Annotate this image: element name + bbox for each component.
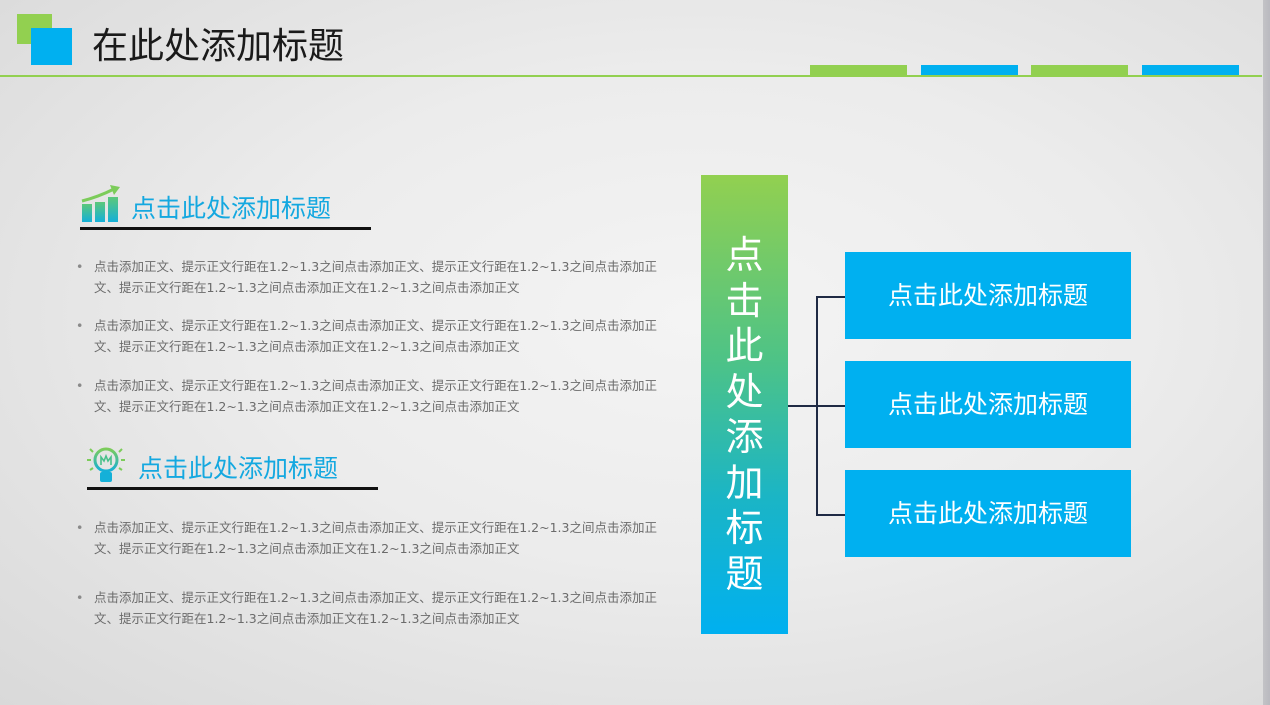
bullet-dot: • bbox=[76, 318, 84, 333]
root-title-bar[interactable]: 点击此处添加标题 bbox=[701, 175, 788, 634]
connector-branch-2 bbox=[816, 405, 845, 407]
bullet-dot: • bbox=[76, 259, 84, 274]
bullet-item[interactable]: • 点击添加正文、提示正文行距在1.2~1.3之间点击添加正文、提示正文行距在1… bbox=[76, 256, 676, 298]
bullet-text: 点击添加正文、提示正文行距在1.2~1.3之间点击添加正文、提示正文行距在1.2… bbox=[94, 318, 657, 354]
section-underline-2 bbox=[87, 487, 378, 490]
bullet-text: 点击添加正文、提示正文行距在1.2~1.3之间点击添加正文、提示正文行距在1.2… bbox=[94, 259, 657, 295]
header-tab-2 bbox=[921, 65, 1018, 75]
bullet-item[interactable]: • 点击添加正文、提示正文行距在1.2~1.3之间点击添加正文、提示正文行距在1… bbox=[76, 315, 676, 357]
root-title-text: 点击此处添加标题 bbox=[725, 233, 764, 596]
header-tab-4 bbox=[1142, 65, 1239, 75]
bullet-text: 点击添加正文、提示正文行距在1.2~1.3之间点击添加正文、提示正文行距在1.2… bbox=[94, 378, 657, 414]
section-title-1[interactable]: 点击此处添加标题 bbox=[131, 194, 332, 223]
child-box-1[interactable]: 点击此处添加标题 bbox=[845, 252, 1131, 339]
header-tab-1 bbox=[810, 65, 907, 75]
lightbulb-icon bbox=[84, 443, 128, 491]
connector-branch-3 bbox=[816, 514, 845, 516]
header-tab-3 bbox=[1031, 65, 1128, 75]
section-underline-1 bbox=[80, 227, 371, 230]
connector-branch-1 bbox=[816, 296, 845, 298]
bullet-dot: • bbox=[76, 590, 84, 605]
bullet-item[interactable]: • 点击添加正文、提示正文行距在1.2~1.3之间点击添加正文、提示正文行距在1… bbox=[76, 375, 676, 417]
child-box-3[interactable]: 点击此处添加标题 bbox=[845, 470, 1131, 557]
slide-edge bbox=[1263, 0, 1270, 705]
logo-blue-square bbox=[31, 28, 72, 65]
bar-chart-growth-icon bbox=[80, 185, 122, 227]
child-box-2[interactable]: 点击此处添加标题 bbox=[845, 361, 1131, 448]
bullet-text: 点击添加正文、提示正文行距在1.2~1.3之间点击添加正文、提示正文行距在1.2… bbox=[94, 590, 657, 626]
bullet-item[interactable]: • 点击添加正文、提示正文行距在1.2~1.3之间点击添加正文、提示正文行距在1… bbox=[76, 587, 676, 629]
section-title-2[interactable]: 点击此处添加标题 bbox=[138, 454, 339, 483]
bullet-text: 点击添加正文、提示正文行距在1.2~1.3之间点击添加正文、提示正文行距在1.2… bbox=[94, 520, 657, 556]
header-divider bbox=[0, 75, 1262, 77]
bullet-dot: • bbox=[76, 378, 84, 393]
page-title[interactable]: 在此处添加标题 bbox=[92, 26, 345, 67]
connector-root-horizontal bbox=[788, 405, 817, 407]
bullet-dot: • bbox=[76, 520, 84, 535]
bullet-item[interactable]: • 点击添加正文、提示正文行距在1.2~1.3之间点击添加正文、提示正文行距在1… bbox=[76, 517, 676, 559]
